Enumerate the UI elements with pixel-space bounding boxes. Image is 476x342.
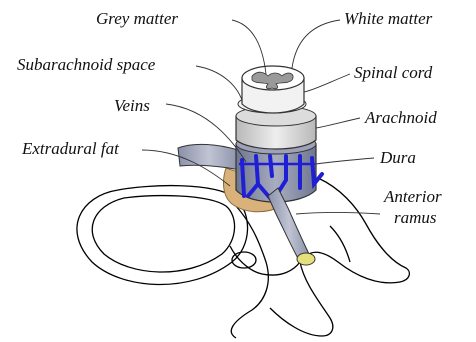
label-dura: Dura — [380, 148, 416, 167]
label-anterior-ramus-line2: ramus — [394, 208, 437, 227]
lamina-outline — [231, 206, 268, 338]
label-grey-matter: Grey matter — [96, 9, 178, 28]
label-veins: Veins — [114, 96, 150, 115]
label-arachnoid: Arachnoid — [365, 108, 437, 127]
label-extradural-fat: Extradural fat — [22, 139, 119, 158]
foramen-outline — [232, 252, 256, 268]
anterior-ramus-tip — [297, 253, 315, 265]
label-anterior-ramus-line1: Anterior — [384, 187, 442, 206]
facet-outline — [330, 226, 350, 262]
leader-dura — [316, 158, 374, 164]
leader-anterior-ramus — [296, 213, 380, 215]
vertebral-body-outline — [77, 186, 248, 285]
leader-grey-matter — [232, 20, 266, 74]
leader-white-matter — [292, 20, 340, 68]
spinous-process-outline — [270, 262, 333, 336]
leader-subarachnoid-space — [196, 66, 242, 100]
leader-spinal-cord — [304, 74, 350, 92]
label-subarachnoid-space: Subarachnoid space — [17, 55, 155, 74]
label-white-matter: White matter — [344, 9, 432, 28]
leader-arachnoid — [316, 118, 360, 128]
label-spinal-cord: Spinal cord — [354, 63, 432, 82]
left-nerve-root — [178, 144, 240, 170]
vertebral-body-inner-outline — [92, 196, 234, 272]
